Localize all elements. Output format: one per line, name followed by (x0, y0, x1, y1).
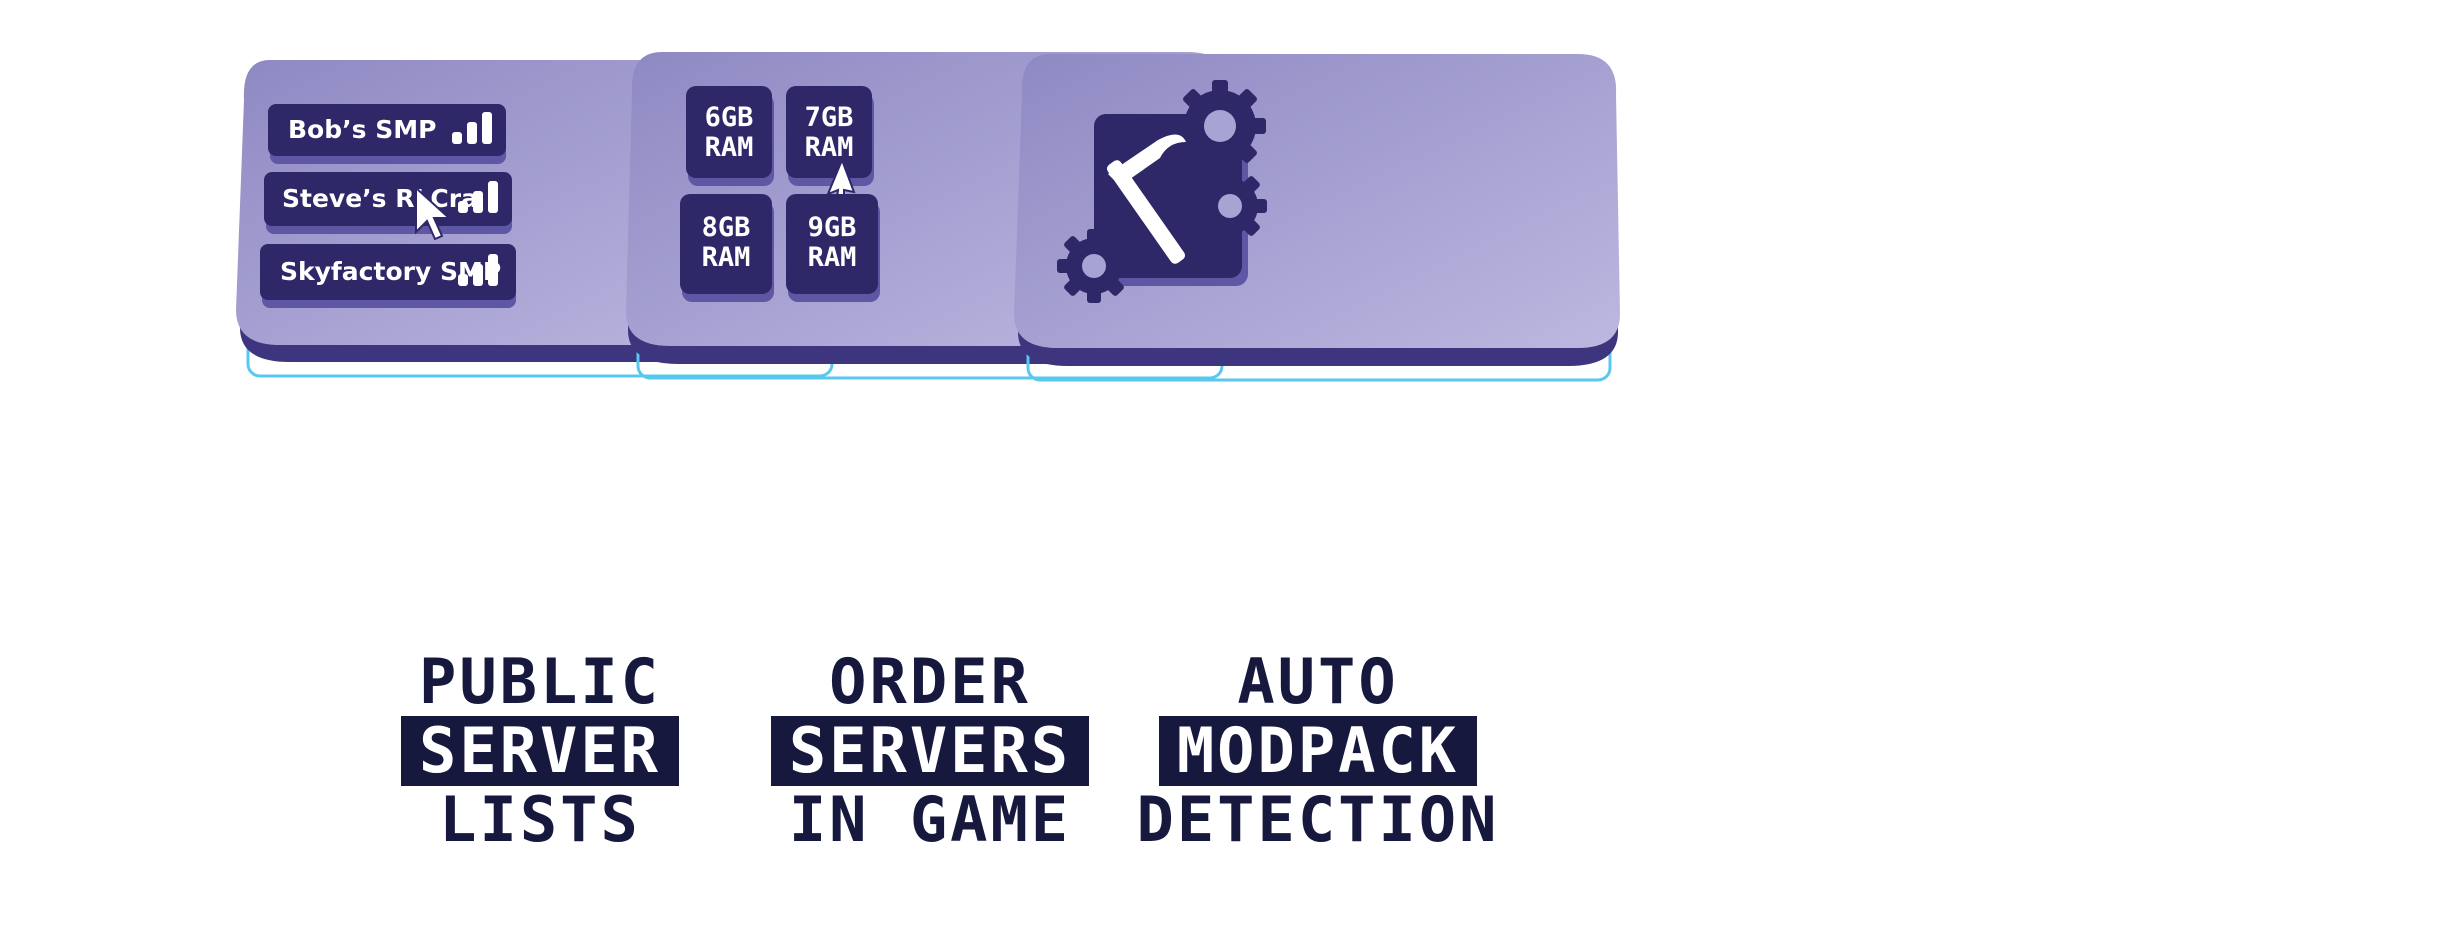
ram-amount: 9GB (808, 212, 857, 243)
gear-icon (1193, 169, 1267, 243)
ram-option-button[interactable]: 6GB RAM (686, 86, 774, 186)
caption-line: DETECTION (1136, 783, 1500, 856)
ram-option-button[interactable]: 7GB RAM (786, 86, 874, 207)
caption-line-highlight: SERVER (401, 716, 679, 786)
ram-option-button[interactable]: 8GB RAM (680, 194, 774, 302)
ram-amount: 7GB (805, 102, 854, 133)
caption-line: AUTO (1237, 645, 1399, 718)
caption-line: IN GAME (788, 783, 1072, 856)
server-row[interactable]: Skyfactory SMP (260, 244, 516, 308)
server-row[interactable]: Steve’s RLCra (264, 172, 512, 241)
caption-line-highlight: MODPACK (1158, 716, 1478, 786)
ram-label: RAM (705, 132, 754, 163)
feature-caption: PUBLIC SERVER LISTS (230, 645, 850, 856)
modpack-tile (1014, 54, 1620, 382)
caption-line: PUBLIC (419, 645, 661, 718)
pointer-cursor-icon (415, 185, 452, 241)
ram-label: RAM (808, 242, 857, 273)
signal-bars-icon (458, 181, 498, 213)
hammer-icon (1106, 134, 1186, 264)
gear-icon (1057, 229, 1131, 303)
server-row[interactable]: Bob’s SMP (268, 104, 506, 164)
signal-bars-icon (452, 112, 492, 144)
feature-caption: ORDER SERVERS IN GAME (620, 645, 1240, 856)
signal-bars-icon (458, 254, 498, 286)
gear-icon (1174, 80, 1266, 172)
ram-amount: 8GB (702, 212, 751, 243)
ram-label: RAM (702, 242, 751, 273)
caption-line-highlight: SERVERS (770, 716, 1090, 786)
ram-option-button[interactable]: 9GB RAM (786, 194, 880, 302)
ram-label: RAM (805, 132, 854, 163)
caption-line: ORDER (829, 645, 1031, 718)
ram-amount: 6GB (705, 102, 754, 133)
feature-caption: AUTO MODPACK DETECTION (1008, 645, 1628, 856)
feature-auto-modpack-detection: AUTO MODPACK DETECTION (1008, 0, 1628, 942)
caption-line: LISTS (439, 783, 641, 856)
server-name: Steve’s RLCra (282, 184, 478, 213)
server-name: Bob’s SMP (288, 115, 436, 144)
